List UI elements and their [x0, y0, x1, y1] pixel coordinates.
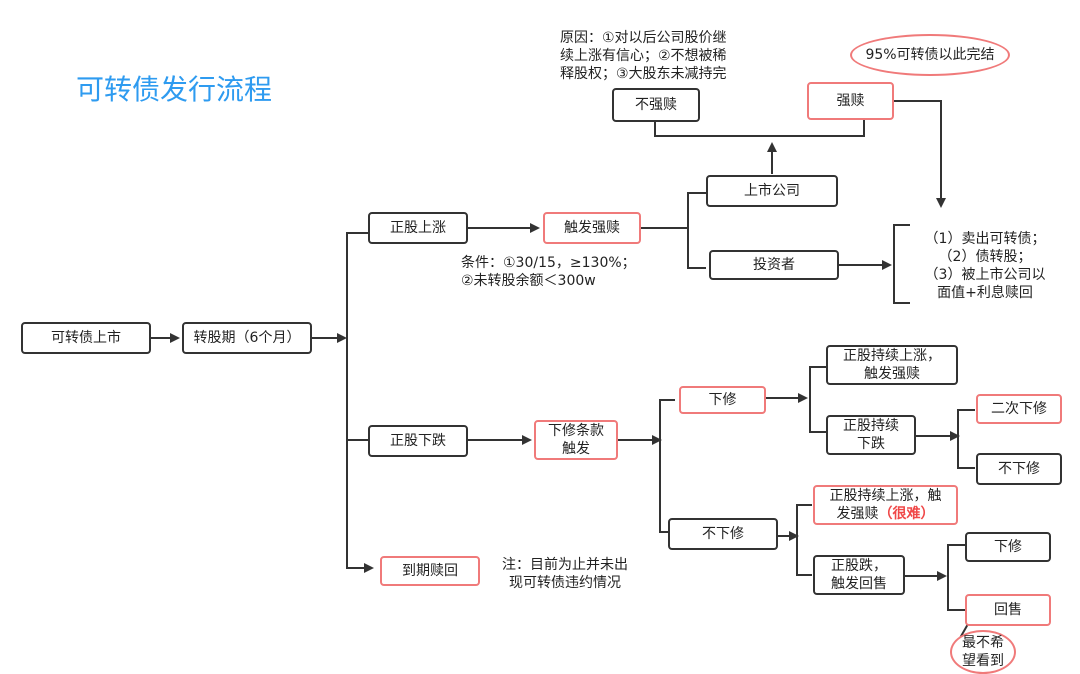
node-rise-trigger-hard: 正股持续上涨，触 发强赎（很难） [813, 485, 958, 525]
hard-highlight: （很难） [878, 506, 935, 522]
fork-after-norevise [796, 504, 812, 576]
bubble-95-percent: 95%可转债以此完结 [850, 34, 1010, 76]
node-investor: 投资者 [709, 250, 839, 280]
node-keep-rise-trigger: 正股持续上涨， 触发强赎 [826, 345, 958, 385]
fork-second-revise [957, 409, 975, 469]
node-convertible-listing: 可转债上市 [21, 322, 151, 354]
node-force-redeem: 强赎 [807, 82, 894, 120]
arrow-force-redeem-to-bubble [894, 100, 946, 208]
maturity-note: 注：目前为止并未出 现可转债违约情况 [502, 557, 628, 591]
fork-after-revise [809, 366, 826, 433]
page-title: 可转债发行流程 [76, 73, 273, 106]
node-stock-down: 正股下跌 [368, 425, 468, 457]
bubble-least-wanted: 最不希 望看到 [950, 630, 1016, 674]
fork-company-investor [687, 192, 706, 269]
node-rise-trigger-hard-label: 正股持续上涨，触 发强赎 [829, 488, 942, 522]
node-fall-trigger-putback: 正股跌， 触发回售 [813, 555, 905, 595]
node-conversion-period: 转股期（6个月） [182, 322, 312, 354]
fork-final [947, 544, 965, 611]
bracket-investor-options [893, 224, 910, 304]
node-second-revise: 二次下修 [976, 394, 1062, 424]
node-keep-fall: 正股持续 下跌 [826, 415, 916, 455]
node-downward-clause-trigger: 下修条款 触发 [534, 420, 618, 460]
node-no-force-redeem: 不强赎 [612, 88, 700, 122]
fork-revise [659, 399, 675, 533]
node-listed-company: 上市公司 [706, 175, 838, 207]
node-no-revise: 不下修 [668, 518, 778, 550]
node-revise-3: 下修 [965, 532, 1051, 562]
node-maturity-redeem: 到期赎回 [380, 556, 480, 586]
node-trigger-redeem: 触发强赎 [543, 212, 641, 244]
branch-main [346, 232, 374, 573]
no-redeem-reason-note: 原因：①对以后公司股价继 续上涨有信心；②不想被稀 释股权；③大股东未减持完 [560, 30, 727, 82]
link-redeem-options [654, 120, 865, 137]
node-stock-up: 正股上涨 [368, 212, 468, 244]
trigger-condition-note: 条件：①30/15，≥130%； ②未转股余额＜300w [461, 255, 636, 289]
node-revise-down: 下修 [679, 386, 766, 414]
node-putback: 回售 [965, 594, 1051, 626]
investor-options-note: （1）卖出可转债； （2）债转股； （3）被上市公司以 面值+利息赎回 [924, 231, 1046, 301]
node-no-revise-2: 不下修 [976, 453, 1062, 485]
